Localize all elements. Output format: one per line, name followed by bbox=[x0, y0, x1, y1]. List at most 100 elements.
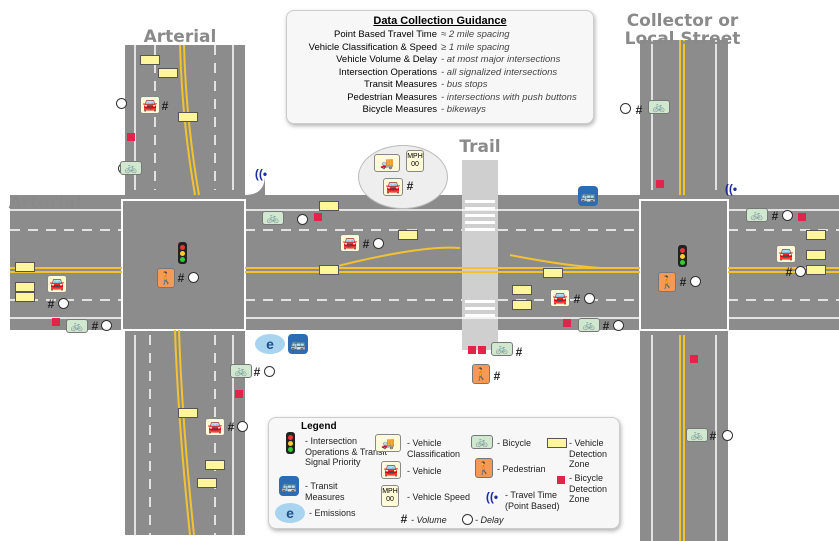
delay-icon bbox=[620, 103, 631, 114]
bicycle-icon: 🚲 bbox=[686, 428, 708, 442]
bus-icon: 🚌 bbox=[288, 334, 308, 354]
delay-icon bbox=[584, 293, 595, 304]
pedestrian-icon: 🚶 bbox=[475, 458, 493, 478]
center-lines bbox=[10, 40, 839, 541]
guidance-measure: Pedestrian Measures bbox=[347, 91, 437, 103]
bicycle-detection-zone bbox=[798, 213, 806, 221]
guidance-measure: Transit Measures bbox=[363, 79, 437, 90]
delay-icon bbox=[297, 214, 308, 225]
label-collector: Collector or Local Street bbox=[624, 11, 741, 49]
emissions-icon: e bbox=[255, 334, 285, 354]
guidance-spec: ≥ 1 mile spacing bbox=[441, 41, 510, 53]
delay-icon bbox=[795, 266, 806, 277]
guidance-spec: - bikeways bbox=[441, 104, 486, 115]
edge-lines bbox=[10, 40, 839, 541]
volume-icon: # bbox=[493, 369, 501, 383]
guidance-row: Bicycle Measures- bikeways bbox=[287, 104, 593, 117]
vehicle-detection-zone bbox=[140, 55, 160, 65]
vehicle-detection-zone bbox=[319, 201, 339, 211]
bicycle-icon: 🚲 bbox=[471, 435, 493, 449]
bicycle-icon: 🚲 bbox=[230, 364, 252, 378]
delay-icon bbox=[373, 238, 384, 249]
bicycle-detection-zone bbox=[563, 319, 571, 327]
arterial-horizontal-road bbox=[10, 195, 839, 330]
volume-icon: # bbox=[362, 237, 370, 251]
truck-icon: 🚚 bbox=[374, 154, 400, 172]
vehicle-detection-zone bbox=[319, 265, 339, 275]
bicycle-detection-zone bbox=[314, 213, 322, 221]
bicycle-detection-zone bbox=[235, 390, 243, 398]
vehicle-detection-zone bbox=[15, 292, 35, 302]
guidance-spec: - at most major intersections bbox=[441, 54, 561, 65]
guidance-title: Data Collection Guidance bbox=[373, 15, 507, 27]
bicycle-icon: 🚲 bbox=[120, 161, 142, 175]
volume-icon: # bbox=[515, 345, 523, 359]
bus-icon: 🚌 bbox=[578, 186, 598, 206]
vehicle-detection-zone bbox=[15, 262, 35, 272]
guidance-row: Point Based Travel Time≈ 2 mile spacing bbox=[287, 29, 593, 42]
vehicle-detection-zone bbox=[158, 68, 178, 78]
vehicle-detection-zone bbox=[178, 112, 198, 122]
volume-icon: # bbox=[635, 103, 643, 117]
travel-time-icon: ((• bbox=[485, 490, 499, 504]
traffic-signal-icon bbox=[678, 245, 687, 267]
legend-transit: - Transit Measures bbox=[305, 481, 345, 502]
volume-icon: # bbox=[602, 319, 610, 333]
delay-icon bbox=[613, 320, 624, 331]
guidance-row: Pedestrian Measures- intersections with … bbox=[287, 92, 593, 105]
guidance-box: Data Collection Guidance Point Based Tra… bbox=[286, 10, 594, 124]
guidance-spec: - all signalized intersections bbox=[441, 66, 558, 78]
car-icon: 🚘 bbox=[383, 178, 403, 196]
bicycle-detection-zone bbox=[127, 133, 135, 141]
volume-icon: # bbox=[400, 512, 408, 526]
guidance-measure: Vehicle Classification & Speed bbox=[308, 41, 437, 53]
bicycle-icon: 🚲 bbox=[262, 211, 284, 225]
delay-icon bbox=[462, 514, 473, 525]
bicycle-detection-zone bbox=[690, 355, 698, 363]
volume-icon: # bbox=[785, 265, 793, 279]
bicycle-icon: 🚲 bbox=[746, 208, 768, 222]
volume-icon: # bbox=[227, 420, 235, 434]
volume-icon: # bbox=[47, 297, 55, 311]
delay-icon bbox=[188, 272, 199, 283]
guidance-spec: - bus stops bbox=[441, 79, 488, 90]
bicycle-icon: 🚲 bbox=[648, 100, 670, 114]
volume-icon: # bbox=[679, 275, 687, 289]
bicycle-detection-zone bbox=[656, 180, 664, 188]
bicycle-detection-zone bbox=[52, 318, 60, 326]
guidance-measure: Point Based Travel Time bbox=[334, 29, 437, 40]
volume-icon: # bbox=[573, 292, 581, 306]
bicycle-detection-zone bbox=[468, 346, 476, 354]
delay-icon bbox=[264, 366, 275, 377]
volume-icon: # bbox=[177, 271, 185, 285]
vehicle-detection-zone bbox=[15, 282, 35, 292]
vehicle-detection-zone bbox=[806, 250, 826, 260]
legend-vehicle-class: - Vehicle Classification bbox=[407, 438, 461, 459]
guidance-measure: Vehicle Volume & Delay bbox=[336, 54, 437, 65]
guidance-row: Intersection Operations- all signalized … bbox=[287, 67, 593, 80]
car-icon: 🚘 bbox=[776, 245, 796, 263]
delay-icon bbox=[116, 98, 127, 109]
trail-path bbox=[462, 160, 498, 350]
guidance-row: Vehicle Volume & Delay - at most major in… bbox=[287, 54, 593, 67]
volume-icon: # bbox=[406, 179, 414, 193]
volume-icon: # bbox=[709, 429, 717, 443]
bicycle-detection-zone bbox=[478, 346, 486, 354]
volume-icon: # bbox=[771, 209, 779, 223]
vehicle-detection-zone bbox=[205, 460, 225, 470]
car-icon: 🚘 bbox=[550, 289, 570, 307]
vehicle-detection-zone bbox=[178, 408, 198, 418]
truck-icon: 🚚 bbox=[375, 434, 401, 452]
vehicle-detection-zone bbox=[806, 230, 826, 240]
legend-box: Legend - Intersection Operations & Trans… bbox=[268, 417, 620, 529]
volume-icon: # bbox=[91, 319, 99, 333]
travel-time-icon: ((• bbox=[254, 167, 268, 181]
car-icon: 🚘 bbox=[140, 96, 160, 114]
delay-icon bbox=[101, 320, 112, 331]
bicycle-icon: 🚲 bbox=[491, 342, 513, 356]
bus-icon: 🚌 bbox=[279, 476, 299, 496]
legend-vehicle-speed: - Vehicle Speed bbox=[407, 492, 471, 502]
label-arterial-top: Arterial bbox=[143, 27, 217, 47]
volume-icon: # bbox=[253, 365, 261, 379]
